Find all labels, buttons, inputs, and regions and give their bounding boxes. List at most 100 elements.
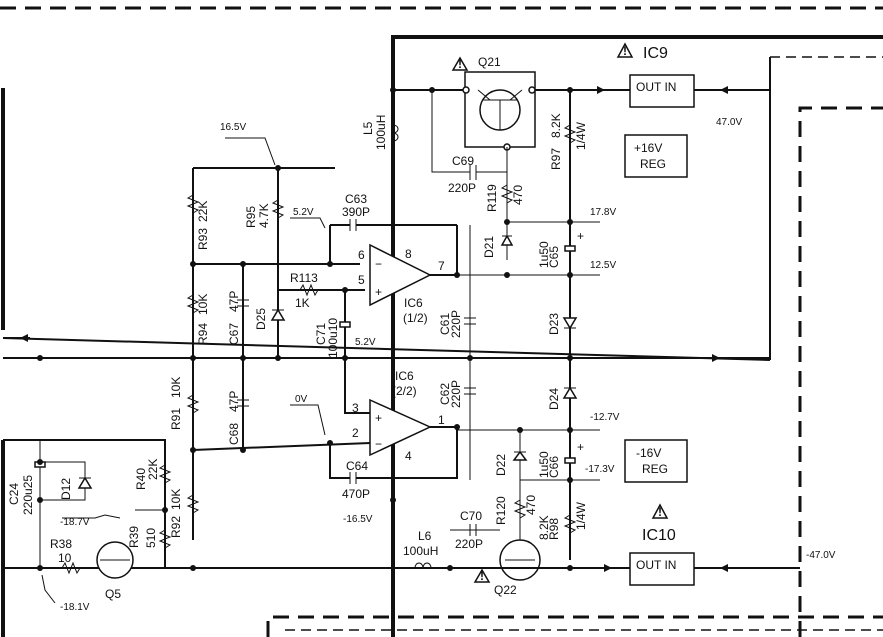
ic9-reg-line1: +16V <box>634 141 662 155</box>
r92-value: 10K <box>169 489 183 510</box>
ic10-reg-box <box>624 439 688 483</box>
r39-resistor <box>158 529 172 549</box>
r120-value: 470 <box>524 495 538 515</box>
ic10-reg-line2: REG <box>642 462 668 476</box>
r98-resistor <box>563 514 577 534</box>
r91-label: R91 <box>169 408 183 430</box>
c69-label: C69 <box>452 154 474 168</box>
r39-value: 510 <box>144 528 158 548</box>
v17-3-label: -17.3V <box>585 464 615 475</box>
ic10-warning-icon <box>651 503 669 519</box>
v5-2a-label: 5.2V <box>293 207 314 218</box>
ic9-pins: OUT IN <box>636 80 676 94</box>
d21-diode <box>500 234 514 246</box>
ic6a-pin5: 5 <box>358 273 365 287</box>
c67-label: C67 <box>227 323 241 345</box>
q5-label: Q5 <box>105 587 121 601</box>
ic6a-pin7: 7 <box>438 259 445 273</box>
ic9-reg-box <box>624 134 688 178</box>
ic6b-pin1: 1 <box>438 413 445 427</box>
c61-value: 220P <box>449 310 463 338</box>
d21-label: D21 <box>482 236 496 258</box>
bottom-dashed-frame <box>266 615 883 637</box>
ic6b-pin4: 4 <box>405 449 412 463</box>
l5-label: L5 <box>361 121 375 135</box>
ic10-pins: OUT IN <box>636 558 676 572</box>
c65-value: 1u50 <box>537 241 551 268</box>
junction-dots <box>37 87 573 571</box>
l6-value: 100uH <box>403 544 438 558</box>
ic6a-opamp <box>369 243 432 307</box>
r97-power: 1/4W <box>574 121 588 150</box>
r94-label: R94 <box>196 323 210 345</box>
d12-diode <box>77 476 93 489</box>
r94-resistor <box>186 294 200 314</box>
ic9-warning-icon <box>616 42 634 58</box>
v17-8-label: 17.8V <box>590 207 616 218</box>
ic9-body <box>629 74 695 108</box>
d25-diode <box>270 308 286 321</box>
q22-warning-icon <box>473 568 491 583</box>
c24-label: C24 <box>7 483 21 505</box>
svg-text:!: ! <box>658 505 662 519</box>
r98-power: 1/4W <box>574 501 588 530</box>
c70-value: 220P <box>455 537 483 551</box>
ic9-reg-line2: REG <box>640 157 666 171</box>
v5-2b-label: 5.2V <box>355 337 376 348</box>
r98-value: 8.2K <box>537 515 551 540</box>
c71-value: 100u10 <box>326 318 340 358</box>
c61-label: C61 <box>438 313 452 335</box>
r93-resistor <box>186 194 200 214</box>
ic10-reg-line1: -16V <box>636 446 661 460</box>
d23-diode <box>562 317 578 330</box>
v47-label: 47.0V <box>716 117 742 128</box>
d24-label: D24 <box>547 388 561 410</box>
c66-value: 1u50 <box>537 451 551 478</box>
d25-label: D25 <box>254 308 268 330</box>
ic6b-pin2: 2 <box>352 426 359 440</box>
d12-label: D12 <box>59 478 73 500</box>
v12-7-label: -12.7V <box>590 412 620 423</box>
r95-label: R95 <box>244 206 258 228</box>
c63-value: 390P <box>342 205 370 219</box>
c65-label: C65 <box>547 246 561 268</box>
r97-resistor <box>563 124 577 144</box>
c63-label: C63 <box>345 192 367 206</box>
r119-resistor <box>500 184 514 204</box>
r95-resistor <box>271 199 285 219</box>
r119-value: 470 <box>511 185 525 205</box>
d23-label: D23 <box>547 313 561 335</box>
ic6b-pin3: 3 <box>352 401 359 415</box>
r38-label: R38 <box>50 537 72 551</box>
r92-label: R92 <box>169 516 183 538</box>
c62-value: 220P <box>449 380 463 408</box>
c68-value: 47P <box>227 391 241 412</box>
c66-cap <box>564 457 576 464</box>
arrow-ic9-in <box>720 86 728 94</box>
r94-value: 10K <box>196 294 210 315</box>
c66-label: C66 <box>547 456 561 478</box>
ic6a-unit: (1/2) <box>403 311 428 325</box>
r92-resistor <box>186 494 200 514</box>
r113-value: 1K <box>295 296 310 310</box>
r40-resistor <box>158 464 172 484</box>
ic6a-pin6: 6 <box>358 248 365 262</box>
svg-text:−: − <box>375 257 382 271</box>
c71-label: C71 <box>314 323 328 345</box>
vneg47-label: -47.0V <box>806 550 836 561</box>
ground-rail <box>2 337 771 361</box>
c24-value: 220u25 <box>21 475 35 515</box>
r38-value: 10 <box>58 551 72 565</box>
c71-cap <box>339 321 351 328</box>
svg-text:!: ! <box>458 57 462 71</box>
c62-label: C62 <box>438 383 452 405</box>
q22-label: Q22 <box>494 583 517 597</box>
r93-label: R93 <box>196 228 210 250</box>
right-inner-dashed-frame <box>798 106 883 637</box>
vneg18-1-label: -18.1V <box>60 602 90 613</box>
ic6a-pin8: 8 <box>405 247 412 261</box>
r40-value: 22K <box>146 459 160 480</box>
svg-text:!: ! <box>480 569 484 583</box>
v0-label: 0V <box>295 394 308 405</box>
